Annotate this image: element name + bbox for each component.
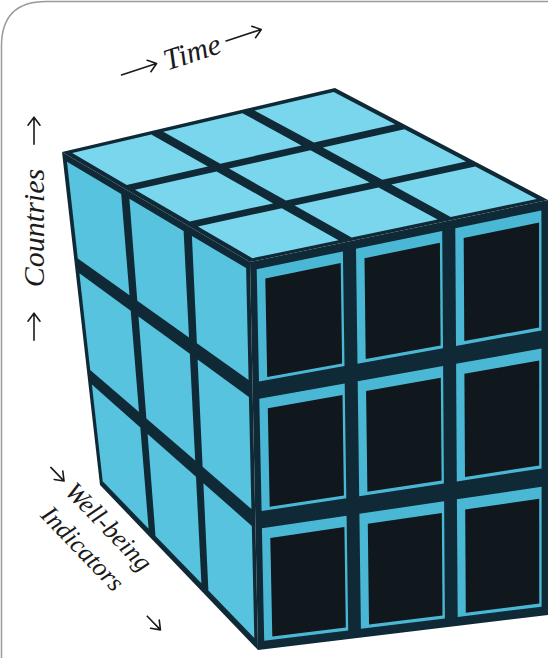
axis-arrow [141, 610, 168, 637]
cube-cell [192, 236, 249, 380]
axis-arrow [26, 311, 42, 341]
cube-cell [259, 384, 346, 512]
cube-cell-dark [268, 395, 344, 507]
axis-label: Time [115, 12, 269, 93]
cube-cell-dark [464, 223, 539, 342]
cube-cell [356, 231, 443, 364]
cube-cell-dark [464, 361, 539, 477]
cube-cell [257, 251, 345, 381]
axis-arrow [223, 21, 266, 49]
cube-cell [262, 516, 348, 641]
axis-label: Countries [16, 115, 52, 341]
cube-cell-dark [465, 499, 539, 613]
cube-cell [457, 487, 542, 617]
cube-cell [323, 129, 466, 180]
cube-cell [203, 483, 254, 638]
cube-cell-dark [366, 378, 442, 492]
cube-cell [139, 316, 196, 460]
axis-title: Countries [16, 169, 52, 287]
cube-cell-dark [270, 527, 346, 637]
cube-cell [255, 92, 396, 143]
axis-arrow [26, 115, 42, 145]
cube-cell-dark [368, 513, 443, 625]
cube-cell-dark [265, 263, 342, 377]
axis-title: Time [159, 26, 226, 78]
cube-front-face [250, 200, 548, 650]
cube-cell [79, 273, 139, 412]
cube-cell [456, 349, 541, 482]
cube-cell [359, 501, 445, 629]
cube-cell [67, 162, 130, 295]
cube-cell [455, 211, 541, 346]
axis-arrow [118, 55, 161, 83]
cube-cell [358, 366, 444, 496]
cube-cell-dark [365, 243, 441, 359]
cube-cell [129, 199, 189, 338]
axis-arrow [44, 461, 71, 488]
